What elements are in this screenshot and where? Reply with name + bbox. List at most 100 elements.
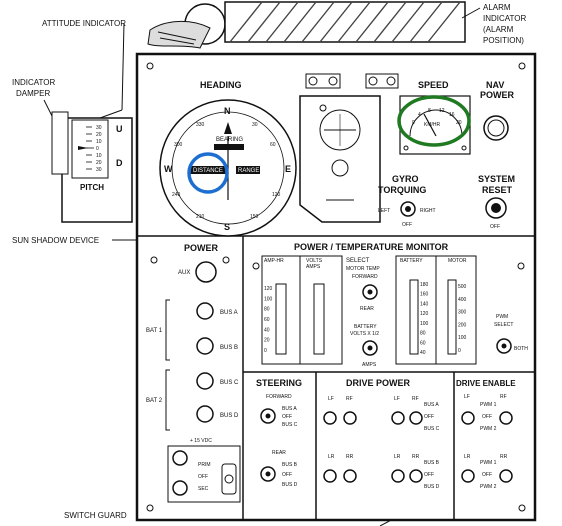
heading-north: N [224, 106, 231, 116]
pwm-select-label-1: PWM [496, 314, 508, 320]
nav-power-title-1: NAV [486, 80, 504, 90]
heading-dial-240: 240 [172, 192, 181, 198]
pitch-tick-10-down: 10 [96, 153, 102, 159]
battery-scale-tick: 80 [420, 331, 426, 337]
ptm-title: POWER / TEMPERATURE MONITOR [294, 242, 449, 252]
bus-a-label: BUS A [220, 310, 238, 316]
gyro-title-1: GYRO [392, 174, 419, 184]
heading-title: HEADING [200, 80, 242, 90]
pitch-tick-0: 0 [96, 146, 99, 152]
steering-bus-c: BUS C [282, 422, 298, 428]
vdc-toggle[interactable] [224, 474, 234, 484]
de-lf-switch[interactable] [461, 411, 475, 425]
amps-label-top: AMPS [306, 264, 321, 270]
top-right-mount [365, 73, 399, 89]
speed-title: SPEED [418, 80, 449, 90]
power-title: POWER [184, 243, 219, 253]
steering-forward-label: FORWARD [266, 394, 292, 400]
system-reset-off-label: OFF [490, 224, 500, 230]
battery-volts-label-1: BATTERY [354, 324, 377, 330]
battery-scale-tick: 40 [420, 350, 426, 356]
de-pwm2-bottom: PWM 2 [480, 484, 497, 490]
bat1-label: BAT 1 [146, 328, 163, 334]
heading-dial-60: 60 [270, 142, 276, 148]
switch-guard-callout: SWITCH GUARD [64, 511, 127, 520]
amp-scale-tick: 40 [264, 327, 270, 333]
aux-breaker[interactable] [195, 261, 217, 283]
amp-scale-tick: 120 [264, 286, 273, 292]
bus-c-breaker[interactable] [196, 372, 214, 390]
amp-scale-tick: 80 [264, 307, 270, 313]
de-rf-switch[interactable] [499, 411, 513, 425]
dp-rf-label-2: RF [412, 396, 419, 402]
de-lr-switch[interactable] [461, 469, 475, 483]
dp-rr-switch-2[interactable] [409, 469, 423, 483]
dp-rf-switch-1[interactable] [343, 411, 357, 425]
pitch-indicator: 30 20 10 0 10 20 30 U D PITCH [51, 111, 133, 223]
pitch-tick-20-down: 20 [96, 160, 102, 166]
attitude-indicator-callout: ATTITUDE INDICATOR [42, 19, 126, 28]
sun-shadow-device [299, 73, 381, 223]
heading-dial-120: 120 [272, 192, 281, 198]
select-label: SELECT [346, 258, 370, 264]
de-pwm2-top: PWM 2 [480, 426, 497, 432]
volts-label: VOLTS [306, 258, 323, 264]
dp-off-2: OFF [424, 472, 434, 478]
dp-bus-c: BUS C [424, 426, 440, 432]
range-counter [236, 166, 260, 174]
bus-d-breaker[interactable] [196, 405, 214, 423]
speed-tick-8: 8 [428, 108, 431, 114]
dp-lr-switch-1[interactable] [323, 469, 337, 483]
dp-lr-switch-2[interactable] [391, 469, 405, 483]
battery-scale-tick: 160 [420, 292, 429, 298]
steering-bus-b: BUS B [282, 462, 298, 468]
heading-dial-300: 300 [174, 142, 183, 148]
heading-south: S [224, 222, 230, 232]
dp-lf-switch-2[interactable] [391, 411, 405, 425]
aux-label: AUX [178, 270, 190, 276]
heading-dial-30: 30 [252, 122, 258, 128]
motor-scale-tick: 0 [458, 348, 461, 354]
amp-hr-label: AMP-HR [264, 258, 284, 264]
amp-scale-tick: 0 [264, 348, 267, 354]
pitch-label: PITCH [80, 183, 104, 192]
dp-bus-d: BUS D [424, 484, 440, 490]
battery-scale-tick: 60 [420, 340, 426, 346]
bus-a-breaker[interactable] [196, 302, 214, 320]
dp-rr-switch-1[interactable] [343, 469, 357, 483]
system-reset-title-2: RESET [482, 185, 513, 195]
battery-label: BATTERY [400, 258, 423, 264]
de-rf-label: RF [500, 394, 507, 400]
de-rr-switch[interactable] [499, 469, 513, 483]
dp-rf-switch-2[interactable] [409, 411, 423, 425]
battery-scale-tick: 180 [420, 282, 429, 288]
pitch-down-label: D [116, 158, 123, 168]
dp-rr-label-2: RR [412, 454, 420, 460]
system-reset-title-1: SYSTEM [478, 174, 515, 184]
prim-breaker[interactable] [172, 450, 188, 466]
dp-lr-label-1: LR [328, 454, 335, 460]
steering-title: STEERING [256, 378, 302, 388]
speed-tick-12: 12 [439, 108, 445, 114]
dp-bus-a: BUS A [424, 402, 439, 408]
amp-scale-tick: 100 [264, 296, 273, 302]
sec-breaker[interactable] [172, 480, 188, 496]
sun-shadow-callout: SUN SHADOW DEVICE [12, 236, 99, 245]
bus-b-breaker[interactable] [196, 337, 214, 355]
pitch-up-label: U [116, 124, 123, 134]
de-pwm1-bottom: PWM 1 [480, 460, 497, 466]
alarm-callout-line-3: (ALARM [483, 25, 514, 34]
motor-scale-tick: 300 [458, 310, 467, 316]
de-off-1: OFF [482, 414, 492, 420]
amps-label: AMPS [362, 362, 377, 368]
speed-highlight-oval [397, 95, 471, 147]
motor-scale-tick: 100 [458, 335, 467, 341]
de-lf-label: LF [464, 394, 470, 400]
pitch-tick-10-up: 10 [96, 139, 102, 145]
bus-b-label: BUS B [220, 345, 238, 351]
pwm-select-label-2: SELECT [494, 322, 513, 328]
dp-lf-switch-1[interactable] [323, 411, 337, 425]
alarm-callout-line-4: POSITION) [483, 36, 524, 45]
dp-rr-label-1: RR [346, 454, 354, 460]
heading-dial-210: 210 [196, 214, 205, 220]
